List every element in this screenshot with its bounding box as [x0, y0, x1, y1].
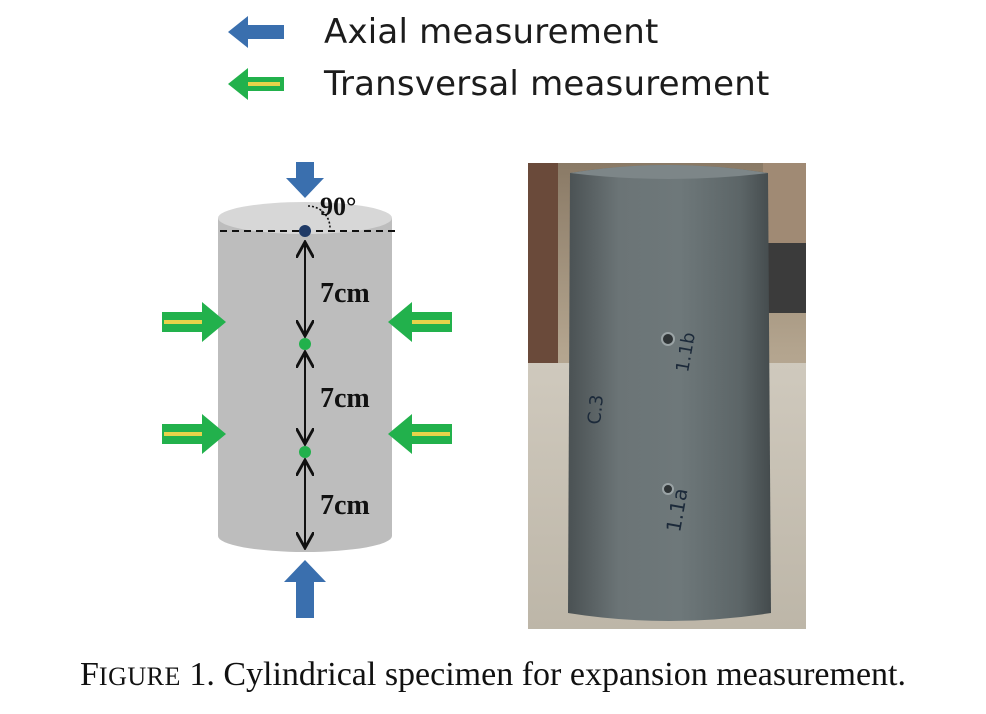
photo-cylinder-top — [570, 165, 768, 179]
legend-transversal-label: Transversal measurement — [324, 64, 770, 104]
specimen-photo: C.3 1.1b 1.1a — [528, 163, 806, 629]
segment-label-2: 7cm — [320, 383, 370, 414]
transversal-arrow-icon — [228, 68, 284, 100]
legend-axial: Axial measurement — [226, 12, 659, 52]
measurement-point-upper — [299, 338, 311, 350]
caption-figure-rest: IGURE — [98, 662, 181, 691]
segment-label-3: 7cm — [320, 490, 370, 521]
transversal-arrow-left-lower — [162, 414, 226, 454]
segment-label-1: 7cm — [320, 278, 370, 309]
caption-figure-initial: F — [80, 656, 99, 693]
figure-caption: FIGURE 1. Cylindrical specimen for expan… — [0, 656, 986, 694]
photo-cylinder — [568, 165, 771, 621]
photo-marking-c3: C.3 — [584, 394, 608, 426]
photo-hole-upper — [661, 332, 675, 346]
axial-arrow-icon — [228, 16, 284, 48]
photo-left-object — [528, 163, 558, 363]
angle-label: 90° — [320, 192, 356, 221]
measurement-point-lower — [299, 446, 311, 458]
transversal-arrow-right-lower — [388, 414, 452, 454]
measurement-point-top — [299, 225, 311, 237]
cylinder-top — [218, 202, 392, 234]
photo-hole-lower — [662, 483, 674, 495]
caption-text: 1. Cylindrical specimen for expansion me… — [180, 656, 906, 693]
angle-arc — [307, 205, 331, 229]
legend-transversal: Transversal measurement — [226, 64, 769, 104]
transversal-arrow-left-upper — [162, 302, 226, 342]
axial-arrow-top — [286, 162, 324, 198]
specimen-diagram: 90° 7cm 7cm 7cm — [162, 162, 452, 618]
photo-right-object — [764, 243, 806, 313]
axial-arrow-bottom — [284, 560, 326, 618]
legend-axial-label: Axial measurement — [324, 12, 659, 52]
transversal-arrow-right-upper — [388, 302, 452, 342]
